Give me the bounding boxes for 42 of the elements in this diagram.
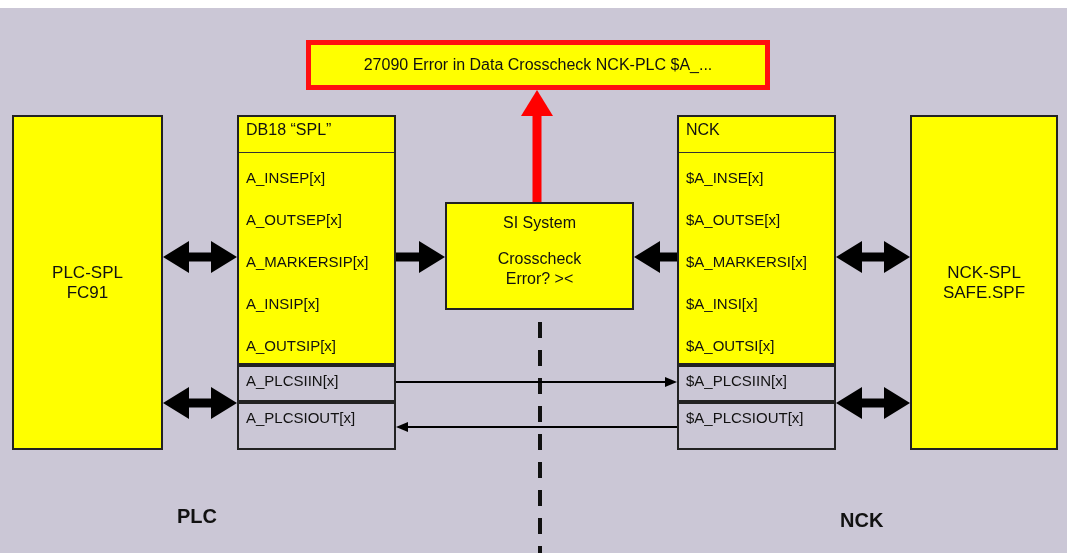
- variable-name: $A_MARKERSI[x]: [686, 253, 807, 270]
- variable-name: A_PLCSIIN[x]: [246, 372, 339, 389]
- variable-name: A_PLCSIOUT[x]: [246, 409, 356, 426]
- variable-block: [237, 115, 396, 365]
- block-title: NCK-SPL SAFE.SPF: [941, 262, 1027, 303]
- process-box: [445, 202, 634, 310]
- process-text: Crosscheck Error? ><: [496, 249, 583, 289]
- variable-name: $A_OUTSI[x]: [686, 337, 775, 354]
- variable-name: $A_INSI[x]: [686, 295, 758, 312]
- error-text: 27090 Error in Data Crosscheck NCK-PLC $A_...: [363, 56, 713, 74]
- double-arrow: [836, 241, 910, 273]
- variable-name: $A_PLCSIOUT[x]: [686, 409, 804, 426]
- variable-name: A_OUTSIP[x]: [246, 337, 337, 354]
- arrow: [521, 90, 553, 202]
- arrow: [395, 377, 677, 387]
- area-label: NCK: [840, 509, 884, 532]
- process-text: SI System: [503, 214, 576, 232]
- variable-block: [677, 115, 836, 365]
- program-block: [12, 115, 163, 450]
- program-block: [910, 115, 1058, 450]
- variable-row: [237, 402, 396, 450]
- double-arrow: [836, 387, 910, 419]
- variable-name: A_INSEP[x]: [246, 169, 326, 186]
- error-message-box: [306, 40, 770, 90]
- area-label: PLC: [177, 505, 217, 528]
- block-heading: DB18 “SPL”: [239, 117, 394, 153]
- variable-row: [677, 402, 836, 450]
- block-title: PLC-SPL FC91: [51, 262, 124, 303]
- variable-name: $A_OUTSE[x]: [686, 211, 781, 228]
- variable-name: $A_INSE[x]: [686, 169, 764, 186]
- block-heading: NCK: [679, 117, 834, 153]
- variable-name: A_OUTSEP[x]: [246, 211, 342, 228]
- arrow: [634, 241, 677, 273]
- variable-row: [237, 365, 396, 402]
- double-arrow: [163, 387, 237, 419]
- variable-name: $A_PLCSIIN[x]: [686, 372, 787, 389]
- arrow: [396, 422, 678, 432]
- arrow: [396, 241, 445, 273]
- variable-name: A_INSIP[x]: [246, 295, 320, 312]
- variable-row: [677, 365, 836, 402]
- double-arrow: [163, 241, 237, 273]
- variable-name: A_MARKERSIP[x]: [246, 253, 369, 270]
